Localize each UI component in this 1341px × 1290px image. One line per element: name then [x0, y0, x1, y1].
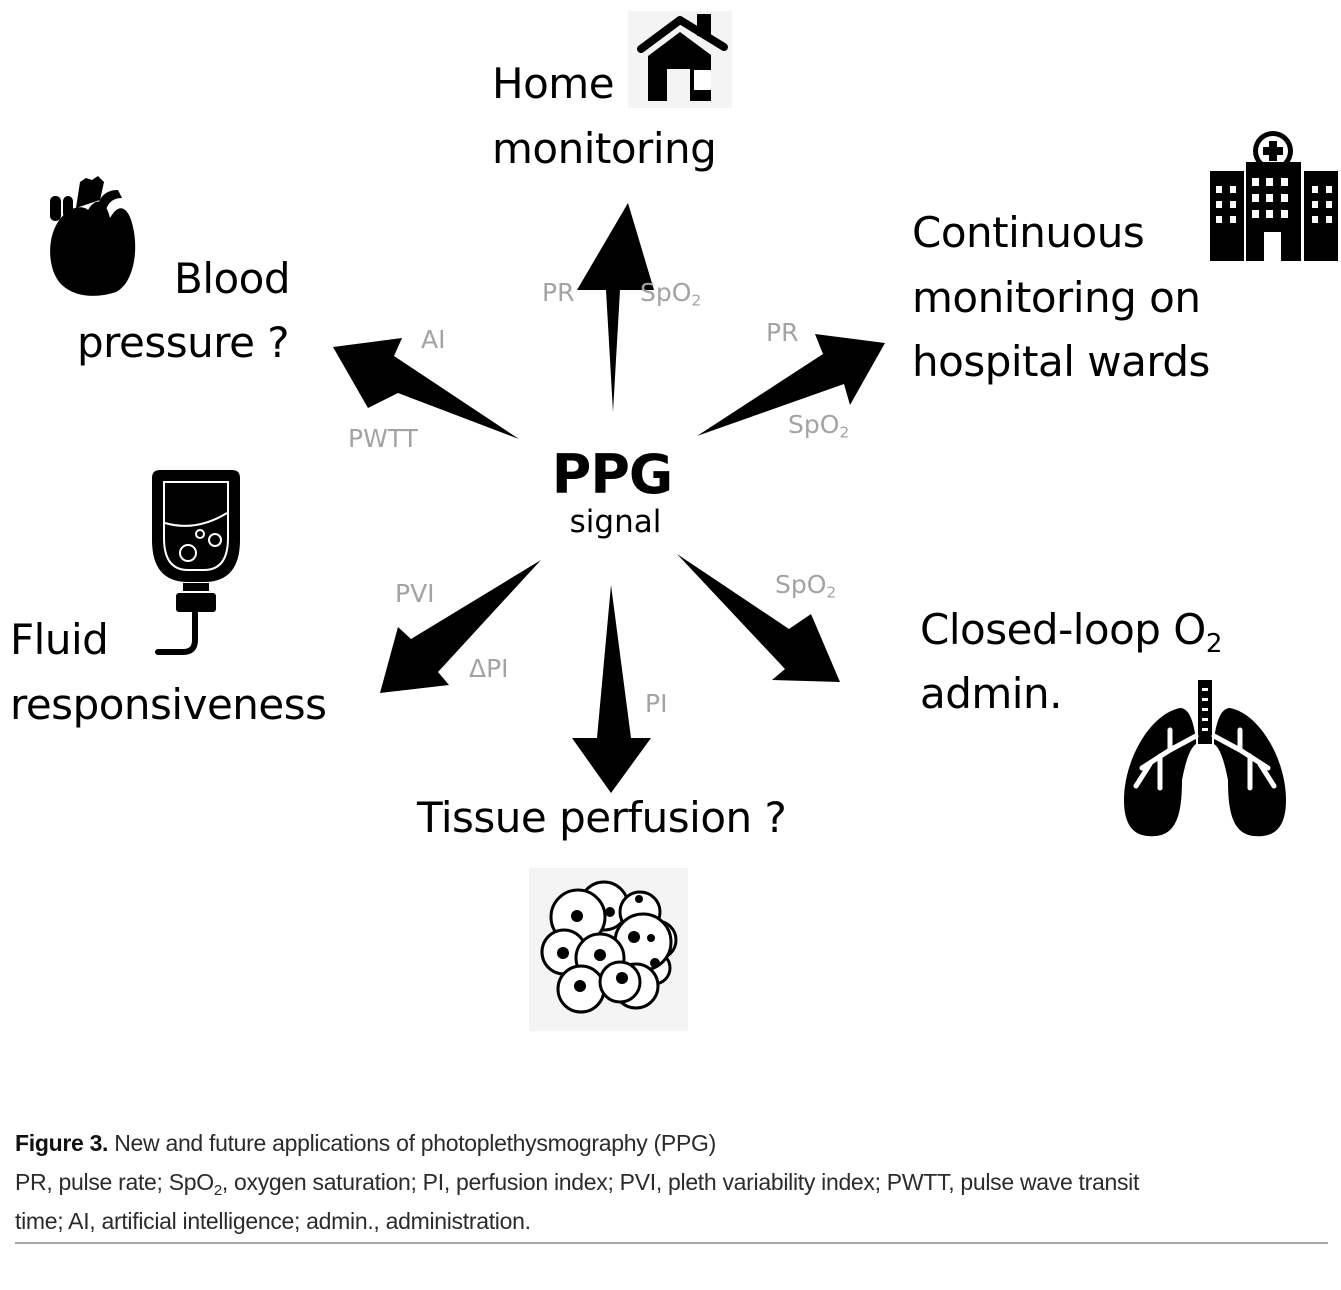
edge-label-bp-pwtt: PWTT [348, 424, 418, 453]
figure-caption: Figure 3. New and future applications of… [15, 1124, 1335, 1241]
home-label-line1: Home [492, 59, 615, 108]
hospital-icon [1210, 131, 1338, 261]
edge-label-subscript: 2 [826, 583, 837, 602]
edge-label-perfusion-pi: PI [645, 689, 668, 718]
center-subtitle: signal [569, 504, 662, 540]
caption-divider [15, 1242, 1328, 1244]
arrow-hospital [697, 334, 885, 436]
caption-title-line: Figure 3. New and future applications of… [15, 1124, 1335, 1163]
fluid-label-line2: responsiveness [10, 680, 327, 729]
edge-label-subscript: 2 [691, 291, 702, 310]
edge-label-text: SpO [775, 570, 827, 599]
arrow-oxygen [677, 554, 840, 682]
diagram-canvas [50, 11, 1338, 1031]
oxygen-label-line1: Closed-loop O2 [920, 598, 1222, 662]
caption-abbreviations-line1: PR, pulse rate; SpO2, oxygen saturation;… [15, 1163, 1335, 1202]
figure-title: New and future applications of photoplet… [108, 1130, 716, 1156]
oxygen-label-subscript: 2 [1205, 628, 1223, 659]
edge-label-home-spo2: SpO2 [640, 278, 702, 310]
perfusion-label: Tissue perfusion ? [417, 793, 787, 842]
center-title: PPG [551, 443, 673, 506]
arrow-home [577, 203, 654, 412]
edge-label-hospital-pr: PR [766, 318, 799, 347]
figure-number: Figure 3. [15, 1130, 109, 1156]
hospital-label-line2: monitoring on [912, 273, 1201, 322]
lungs-icon [1124, 680, 1286, 837]
edge-label-subscript: 2 [839, 423, 850, 442]
edge-label-hospital-spo2: SpO2 [788, 410, 850, 442]
edge-label-text: SpO [788, 410, 840, 439]
iv-bag-icon [152, 470, 240, 655]
house-icon [628, 11, 732, 108]
edge-label-text: SpO [640, 278, 692, 307]
caption-abbreviations-line2: time; AI, artificial intelligence; admin… [15, 1208, 531, 1234]
arrow-bp [333, 338, 519, 439]
edge-label-bp-ai: AI [421, 325, 446, 354]
arrow-perfusion [572, 585, 651, 793]
arrow-fluid [380, 560, 541, 693]
heart-icon [50, 176, 136, 296]
hospital-label-line1: Continuous [912, 208, 1145, 257]
oxygen-label-line2: admin. [920, 669, 1062, 718]
caption-text: PR, pulse rate; SpO [15, 1169, 214, 1195]
oxygen-label-text: Closed-loop O [920, 605, 1206, 654]
edge-label-fluid-dpi: ΔPI [469, 654, 509, 683]
home-label-line2: monitoring [492, 124, 717, 173]
edge-label-oxygen-spo2: SpO2 [775, 570, 837, 602]
bp-label-line2: pressure ? [77, 318, 290, 367]
bp-label-line1: Blood [174, 254, 291, 303]
caption-subscript: 2 [213, 1182, 222, 1200]
caption-text: , oxygen saturation; PI, perfusion index… [221, 1169, 1140, 1195]
edge-label-home-pr: PR [542, 278, 575, 307]
hospital-label-line3: hospital wards [912, 337, 1210, 386]
cells-icon [529, 868, 688, 1031]
edge-label-fluid-pvi: PVI [395, 579, 435, 608]
fluid-label-line1: Fluid [10, 615, 109, 664]
